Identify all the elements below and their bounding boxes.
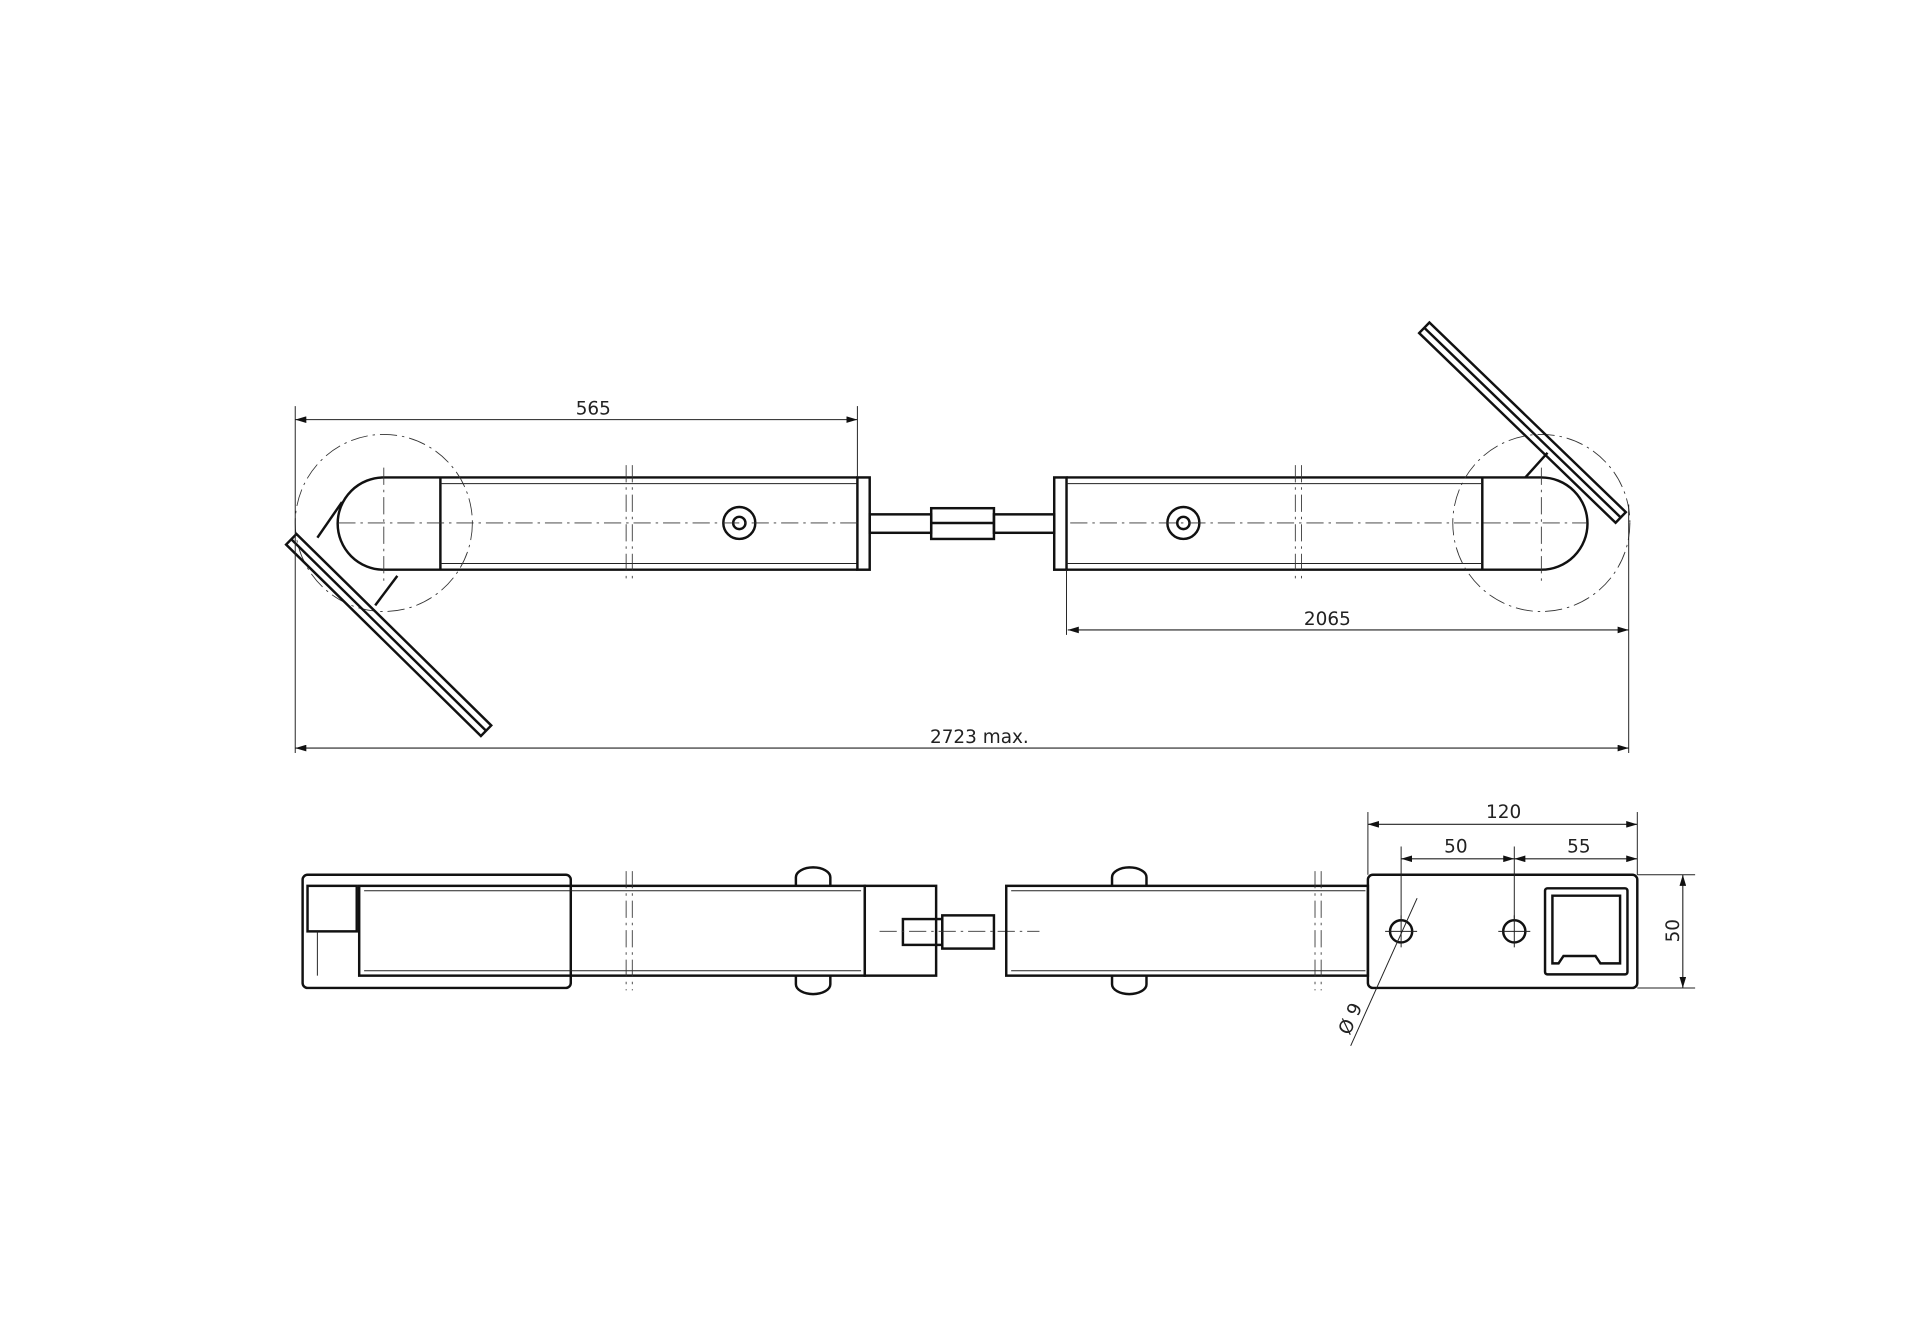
side-dimensions: 120 50 55 50 Ø 9 <box>1335 802 1696 1046</box>
dim-50: 50 <box>1444 837 1467 858</box>
left-hinge-plate <box>284 532 493 738</box>
right-arm <box>1052 320 1631 612</box>
dim-2065: 2065 <box>1304 609 1351 630</box>
top-view: 565 2065 2723 max. <box>284 320 1631 753</box>
top-dimensions: 565 2065 2723 max. <box>294 399 1630 753</box>
dim-120: 120 <box>1486 802 1521 823</box>
side-view: 120 50 55 50 Ø 9 <box>301 802 1696 1046</box>
dim-diameter-9: Ø 9 <box>1335 1000 1367 1038</box>
left-arm <box>284 433 871 738</box>
dim-565: 565 <box>576 399 611 420</box>
dim-2723: 2723 max. <box>930 727 1029 748</box>
knob <box>794 866 832 886</box>
end-plate <box>1366 873 1639 990</box>
dim-50-vertical: 50 <box>1663 919 1684 942</box>
dim-55: 55 <box>1567 837 1590 858</box>
center-rod <box>868 506 1056 541</box>
right-hinge-plate <box>1417 320 1628 525</box>
